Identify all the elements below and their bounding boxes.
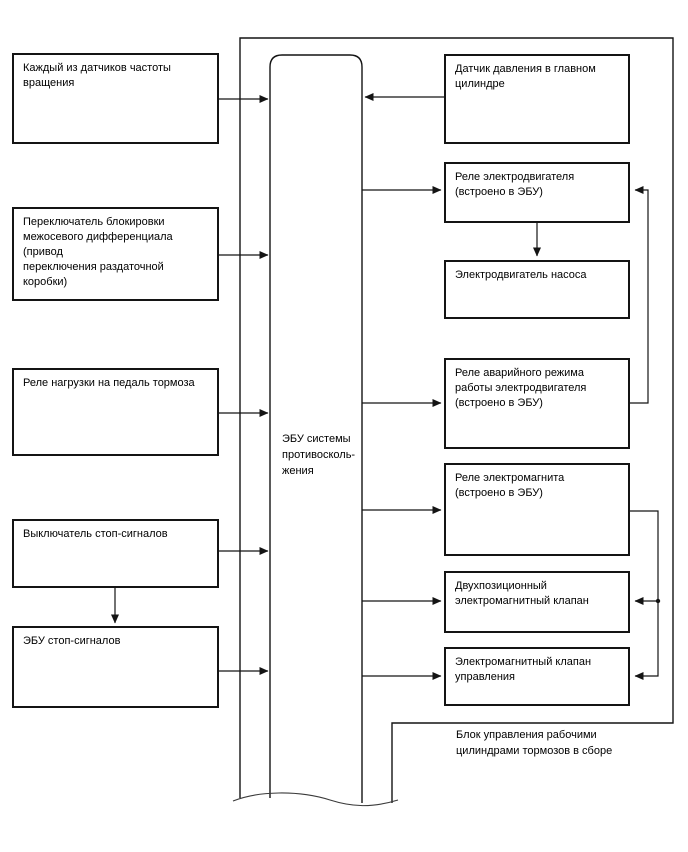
brake-actuator-assembly-outline [239, 37, 674, 803]
block-diff-lock-switch: Переключатель блокировки межосевого дифф… [12, 207, 219, 301]
block-pump-motor: Электродвигатель насоса [444, 260, 630, 319]
block-motor-relay: Реле электродвигателя (встроено в ЭБУ) [444, 162, 630, 223]
block-wheel-speed-sensors: Каждый из датчиков частоты вращения [12, 53, 219, 144]
diagram-break-wave [232, 792, 399, 807]
block-control-solenoid-valve: Электромагнитный клапан управления [444, 647, 630, 706]
block-two-position-solenoid-valve: Двухпозиционный электромагнитный клапан [444, 571, 630, 633]
wire-solenoid-relay-to-control-valve [630, 510, 659, 680]
block-master-cylinder-pressure-sensor: Датчик давления в главном цилиндре [444, 54, 630, 144]
brake-actuator-assembly-label: Блок управления рабочими цилиндрами торм… [456, 729, 613, 757]
wire-junction-dot [655, 598, 661, 604]
block-brake-pedal-load-relay: Реле нагрузки на педаль тормоза [12, 368, 219, 456]
skid-control-ecu-label: ЭБУ системы противосколь- жения [282, 433, 356, 477]
skid-control-ecu-outline [269, 54, 363, 803]
wire-failsafe-relay-to-motor-relay [630, 186, 649, 404]
block-stop-light-ecu: ЭБУ стоп-сигналов [12, 626, 219, 708]
block-stop-light-switch: Выключатель стоп-сигналов [12, 519, 219, 588]
block-solenoid-relay: Реле электромагнита (встроено в ЭБУ) [444, 463, 630, 556]
block-motor-failsafe-relay: Реле аварийного режима работы электродви… [444, 358, 630, 449]
